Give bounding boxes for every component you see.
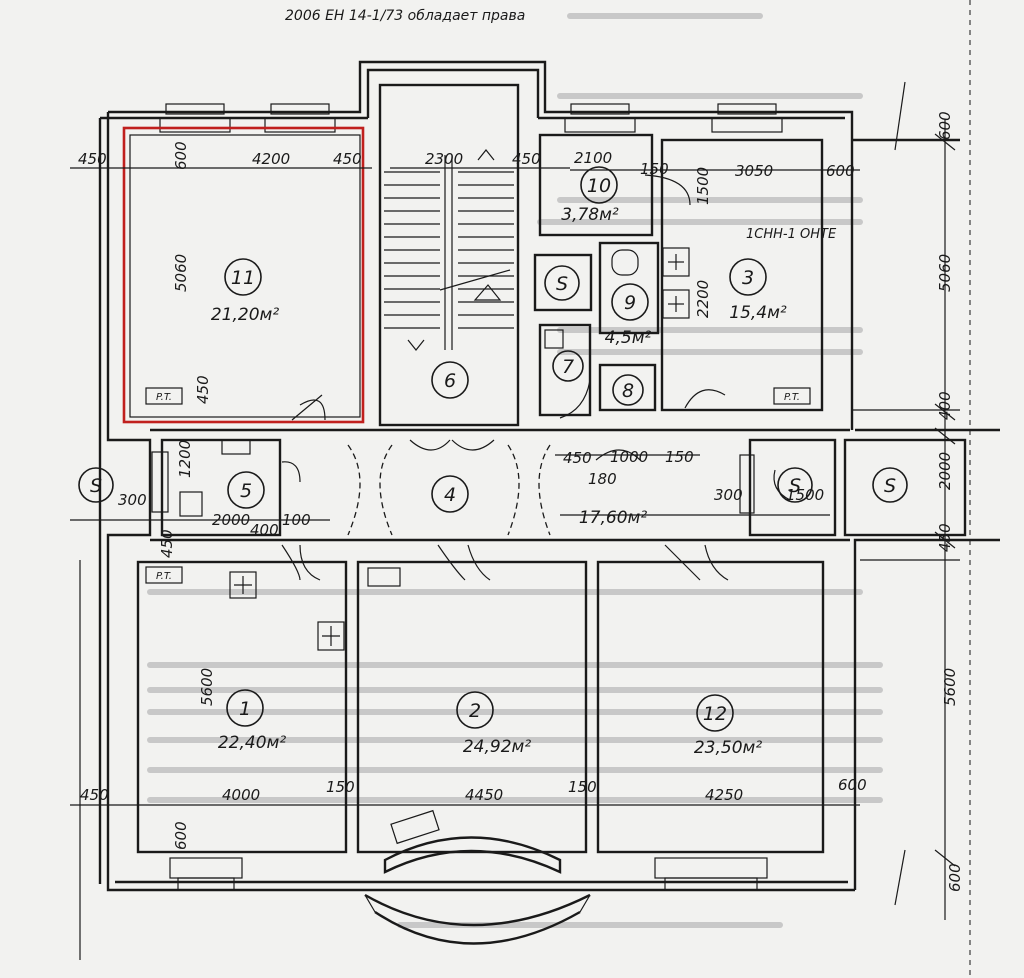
dim-450-d: 450 — [512, 150, 541, 168]
room-7-number: 7 — [562, 356, 574, 378]
dim-4200: 4200 — [252, 150, 290, 168]
dim-450-f: 450 — [936, 523, 954, 552]
pt-label-room-11: P.T. — [156, 392, 172, 403]
dim-1200: 1200 — [176, 440, 194, 478]
room-12-area: 23,50м² — [694, 738, 762, 758]
dim-1000: 1000 — [610, 448, 648, 466]
right-edge-walls — [852, 138, 960, 561]
room-markers — [78, 166, 908, 732]
room-9-number: 9 — [624, 292, 636, 314]
room-6-number: 6 — [444, 370, 456, 392]
dim-600-a: 600 — [172, 141, 190, 170]
dim-400-b: 400 — [250, 521, 279, 539]
dim-2300: 2300 — [425, 150, 463, 168]
dim-150-a: 150 — [640, 160, 669, 178]
shaft-symbol-stair: S — [556, 273, 568, 295]
dim-2000-b: 2000 — [212, 511, 250, 529]
bottom-windows — [169, 857, 768, 891]
dim-1500-a: 1500 — [694, 167, 712, 205]
dim-2200: 2200 — [694, 280, 712, 318]
dim-5600-b: 5600 — [941, 668, 959, 706]
dim-600-c: 600 — [936, 111, 954, 140]
dim-100: 100 — [282, 511, 311, 529]
dim-600-d: 600 — [838, 776, 867, 794]
room-9-area: 4,5м² — [605, 328, 652, 348]
room-2-area: 24,92м² — [463, 737, 531, 757]
dim-600-f: 600 — [946, 863, 964, 892]
dim-400-a: 400 — [936, 391, 954, 420]
room-1-number: 1 — [239, 698, 251, 720]
dim-300-a: 300 — [714, 486, 743, 504]
shaft-symbol-right-a: S — [789, 475, 801, 497]
room-3-walls — [660, 138, 824, 412]
room-4-area: 17,60м² — [579, 508, 647, 528]
stairwell — [378, 83, 520, 427]
room-5-number: 5 — [240, 480, 252, 502]
dim-150-b: 150 — [665, 448, 694, 466]
room-3-number: 3 — [742, 267, 754, 289]
room-10-area: 3,78м² — [561, 205, 619, 225]
dim-450-h: 450 — [80, 786, 109, 804]
dim-1500-b: 1500 — [786, 486, 824, 504]
dim-300-b: 300 — [118, 491, 147, 509]
sanitary-block — [533, 241, 726, 419]
dim-4250: 4250 — [705, 786, 743, 804]
header-text: 2006 ЕН 14-1/73 обладает права — [285, 8, 525, 24]
room-11-number: 11 — [231, 267, 255, 289]
dim-4000: 4000 — [222, 786, 260, 804]
room-10-number: 10 — [587, 175, 611, 197]
handwritten-note: 1СНН-1 ОНТЕ — [746, 227, 837, 242]
room-11-area: 21,20м² — [211, 305, 279, 325]
background-text-ghost — [147, 13, 883, 928]
room-11-highlight[interactable] — [122, 126, 365, 424]
corridor-walls — [150, 394, 967, 542]
pt-label-room-3: P.T. — [784, 392, 800, 403]
dim-450-b: 450 — [333, 150, 362, 168]
room-4-number: 4 — [444, 484, 456, 506]
dim-150-c: 150 — [326, 778, 355, 796]
dim-4450: 4450 — [465, 786, 503, 804]
room-12-number: 12 — [703, 703, 727, 725]
dim-5600-a: 5600 — [198, 668, 216, 706]
dim-180: 180 — [588, 470, 617, 488]
pt-label-room-1: P.T. — [156, 571, 172, 582]
dimension-lines — [70, 81, 956, 960]
dim-5060-a: 5060 — [172, 254, 190, 292]
dim-450-e: 450 — [563, 449, 592, 467]
room-3-area: 15,4м² — [729, 303, 787, 323]
dim-600-b: 600 — [826, 162, 855, 180]
dim-150-d: 150 — [568, 778, 597, 796]
dim-450-g: 450 — [158, 529, 176, 558]
room-10-walls — [538, 133, 691, 237]
dim-5060-b: 5060 — [936, 254, 954, 292]
dim-600-e: 600 — [172, 821, 190, 850]
dim-2100: 2100 — [574, 149, 612, 167]
shaft-symbol-left: S — [90, 475, 102, 497]
entrance-bay — [364, 809, 591, 945]
dim-450-a: 450 — [78, 150, 107, 168]
dim-3050: 3050 — [735, 162, 773, 180]
dim-2000-a: 2000 — [936, 452, 954, 490]
room-8-number: 8 — [622, 380, 634, 402]
dim-450-c: 450 — [194, 375, 212, 404]
top-windows — [159, 103, 783, 133]
room-1-area: 22,40м² — [218, 733, 286, 753]
dimension-texts: 450 4200 450 600 5060 450 2300 450 2100 … — [78, 111, 964, 892]
room-2-number: 2 — [469, 700, 481, 722]
shaft-symbol-right-b: S — [884, 475, 896, 497]
